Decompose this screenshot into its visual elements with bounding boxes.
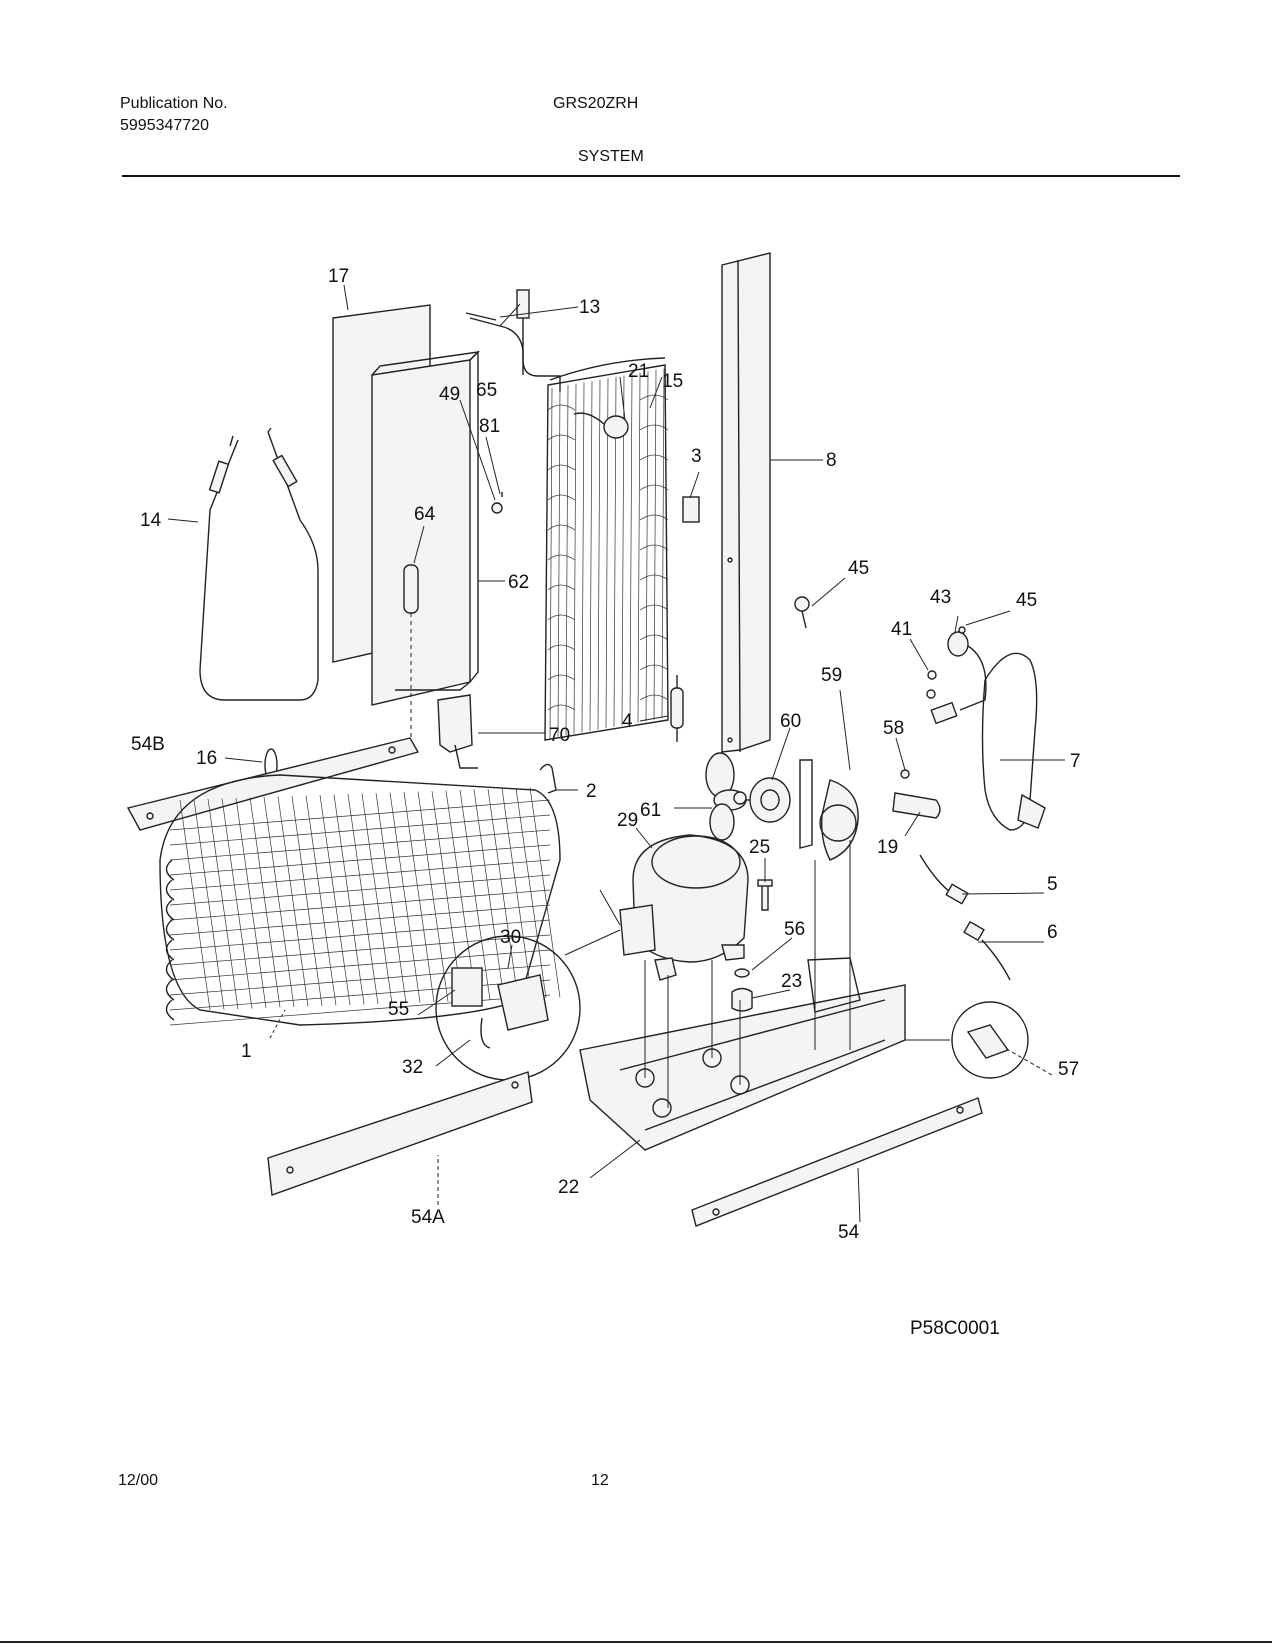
callout-56: 56 — [784, 919, 805, 940]
footer-rule — [0, 1641, 1272, 1643]
evaporator-cover-part — [371, 350, 480, 706]
header-rule — [122, 175, 1180, 177]
fan-shroud-part — [799, 759, 859, 861]
callout-61: 61 — [640, 800, 661, 821]
callout-25: 25 — [749, 837, 770, 858]
compressor-base-part — [579, 840, 906, 1151]
callout-41: 41 — [891, 619, 912, 640]
power-cord-part — [981, 652, 1046, 831]
section-title: SYSTEM — [578, 148, 644, 165]
shroud-screw-part — [900, 769, 910, 779]
callout-5: 5 — [1047, 874, 1058, 895]
condenser-clip-part — [539, 763, 557, 794]
bracket-part — [437, 694, 478, 769]
callout-13: 13 — [579, 297, 600, 318]
callout-labels: 13 17 49 65 21 15 81 3 8 14 64 62 45 43 … — [131, 266, 1081, 1243]
callout-45b: 45 — [1016, 590, 1037, 611]
power-cord-clamp-part — [951, 1001, 1029, 1079]
page-number: 12 — [591, 1472, 609, 1489]
callout-3: 3 — [691, 446, 702, 467]
callout-29: 29 — [617, 810, 638, 831]
footer-date: 12/00 — [118, 1472, 159, 1489]
fan-blade-part — [705, 752, 747, 841]
relay-assembly-part — [926, 626, 987, 725]
callout-16: 16 — [196, 748, 217, 769]
screw-part — [794, 596, 810, 629]
callout-64: 64 — [414, 504, 436, 525]
relay-overload-inset — [435, 935, 581, 1081]
callout-60: 60 — [780, 711, 801, 732]
callout-43: 43 — [930, 587, 951, 608]
callout-21: 21 — [628, 361, 649, 382]
callout-2: 2 — [586, 781, 597, 802]
callout-58: 58 — [883, 718, 904, 739]
publication-label: Publication No. — [120, 95, 228, 112]
leader-lines — [167, 284, 1065, 1223]
connector-tube-part — [892, 792, 941, 819]
drain-tube-part — [403, 564, 419, 740]
rail-54-part — [691, 1097, 983, 1227]
tube-fitting-part — [516, 289, 561, 392]
callout-81: 81 — [479, 416, 500, 437]
evaporator-part — [544, 357, 669, 741]
callout-15: 15 — [662, 371, 683, 392]
drier-part — [670, 675, 684, 742]
callout-62: 62 — [508, 572, 529, 593]
callout-65: 65 — [476, 380, 497, 401]
callout-14: 14 — [140, 510, 162, 531]
callout-4: 4 — [622, 711, 633, 732]
callout-54B: 54B — [131, 734, 165, 755]
cord-connectors-part — [919, 854, 1011, 981]
callout-19: 19 — [877, 837, 898, 858]
callout-7: 7 — [1070, 751, 1081, 772]
defrost-heater-part — [199, 427, 319, 701]
callout-70: 70 — [549, 725, 570, 746]
callout-1: 1 — [241, 1041, 252, 1062]
callout-23: 23 — [781, 971, 802, 992]
capillary-tube-part — [465, 312, 524, 375]
callout-45: 45 — [848, 558, 869, 579]
defrost-thermostat-part — [573, 412, 629, 439]
callout-49: 49 — [439, 384, 460, 405]
evaporator-clip-part — [682, 496, 700, 523]
callout-54A: 54A — [411, 1207, 445, 1228]
callout-55: 55 — [388, 999, 409, 1020]
compressor-part — [619, 834, 749, 981]
fan-motor-part — [745, 777, 791, 823]
callout-8: 8 — [826, 450, 837, 471]
callout-6: 6 — [1047, 922, 1058, 943]
rail-54a-part — [267, 1071, 533, 1196]
rail-54b-part — [126, 737, 420, 831]
callout-54: 54 — [838, 1222, 860, 1243]
callout-57: 57 — [1058, 1059, 1079, 1080]
mounting-bolt-part — [757, 879, 773, 911]
callout-32: 32 — [402, 1057, 423, 1078]
callout-22: 22 — [558, 1177, 579, 1198]
clip-screw-part — [491, 492, 503, 514]
publication-number: 5995347720 — [120, 117, 209, 134]
callout-59: 59 — [821, 665, 842, 686]
mounting-channel-part — [721, 252, 771, 753]
grommet-washer-part — [731, 968, 753, 1012]
callout-30: 30 — [500, 927, 521, 948]
model-number: GRS20ZRH — [553, 95, 639, 112]
drawing-code: P58C0001 — [910, 1318, 1000, 1339]
callout-17: 17 — [328, 266, 349, 287]
